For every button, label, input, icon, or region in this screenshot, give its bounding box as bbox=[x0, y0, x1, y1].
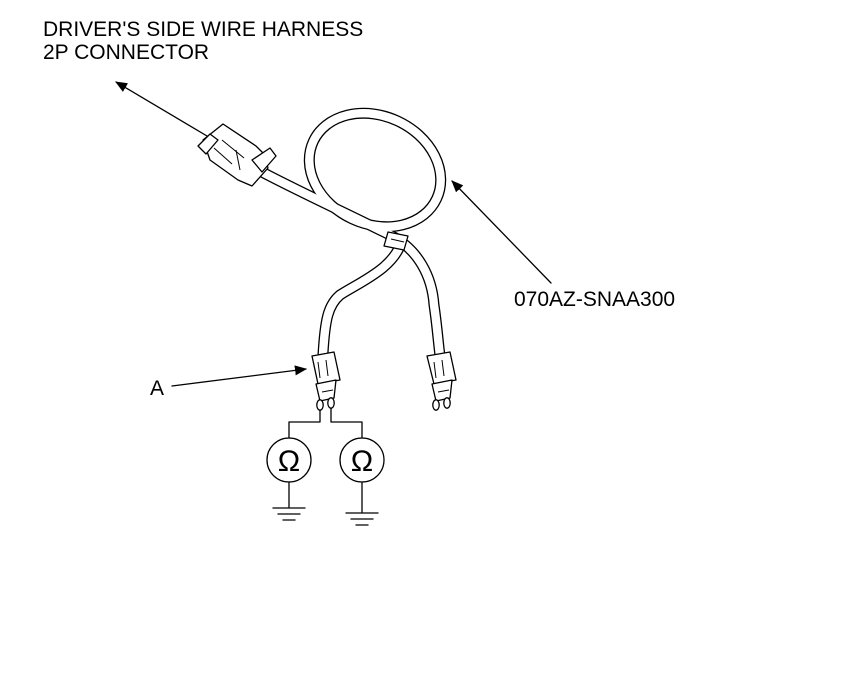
part-number-leader-arrow bbox=[451, 180, 552, 284]
ohmmeter-wiring bbox=[288, 407, 363, 439]
ground-icon-1 bbox=[272, 507, 306, 521]
ohmmeter-1: Ω bbox=[266, 437, 312, 508]
connector-leader-arrow bbox=[115, 81, 208, 137]
ohm-symbol-2: Ω bbox=[351, 445, 373, 478]
connector-label-line2: 2P CONNECTOR bbox=[43, 41, 209, 64]
harness-cable bbox=[256, 107, 447, 362]
part-number-label: 070AZ-SNAA300 bbox=[514, 288, 675, 311]
ohm-symbol-1: Ω bbox=[278, 445, 300, 478]
terminal-a-label: A bbox=[150, 377, 164, 400]
driver-side-2p-connector bbox=[197, 123, 277, 187]
terminal-a-leader-arrow bbox=[171, 365, 307, 387]
terminal-a-connector bbox=[311, 351, 341, 411]
ohmmeter-2: Ω bbox=[339, 437, 385, 513]
ground-icon-2 bbox=[345, 512, 379, 526]
right-terminal-connector bbox=[426, 351, 457, 411]
connector-label-line1: DRIVER'S SIDE WIRE HARNESS bbox=[43, 18, 363, 41]
